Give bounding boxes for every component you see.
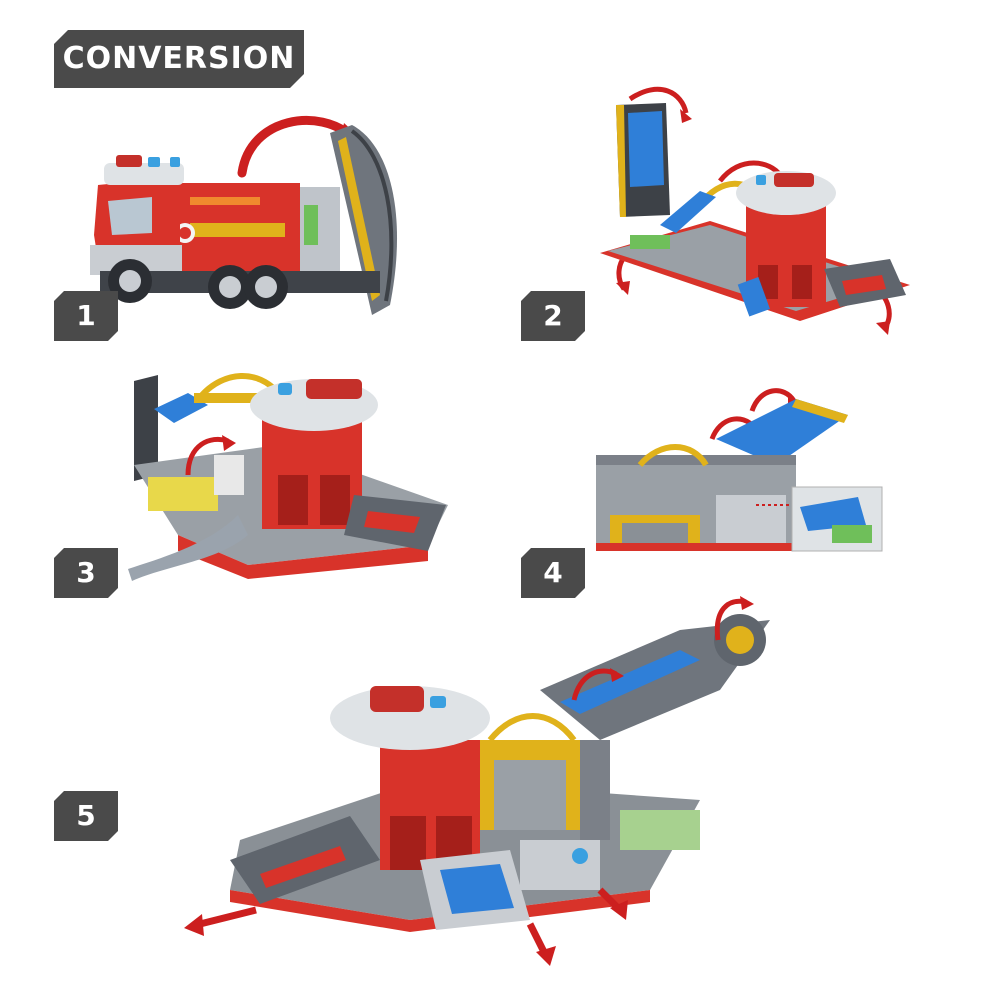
step-number: 1 xyxy=(76,299,96,332)
step-number: 2 xyxy=(543,299,563,332)
step-4-badge: 4 xyxy=(521,548,585,598)
step-number: 3 xyxy=(76,556,96,589)
conversion-banner: CONVERSION xyxy=(54,30,304,88)
step-5-illustration xyxy=(180,590,800,974)
step-number: 4 xyxy=(543,556,563,589)
step-2-badge: 2 xyxy=(521,291,585,341)
step-number: 5 xyxy=(76,799,96,832)
step-4-illustration xyxy=(596,375,886,559)
step-3-badge: 3 xyxy=(54,548,118,598)
step-1-badge: 1 xyxy=(54,291,118,341)
page-title: CONVERSION xyxy=(62,41,296,76)
step-1-illustration xyxy=(90,105,420,339)
step-2-illustration xyxy=(590,85,920,349)
step-3-illustration xyxy=(128,365,478,609)
step-5-badge: 5 xyxy=(54,791,118,841)
